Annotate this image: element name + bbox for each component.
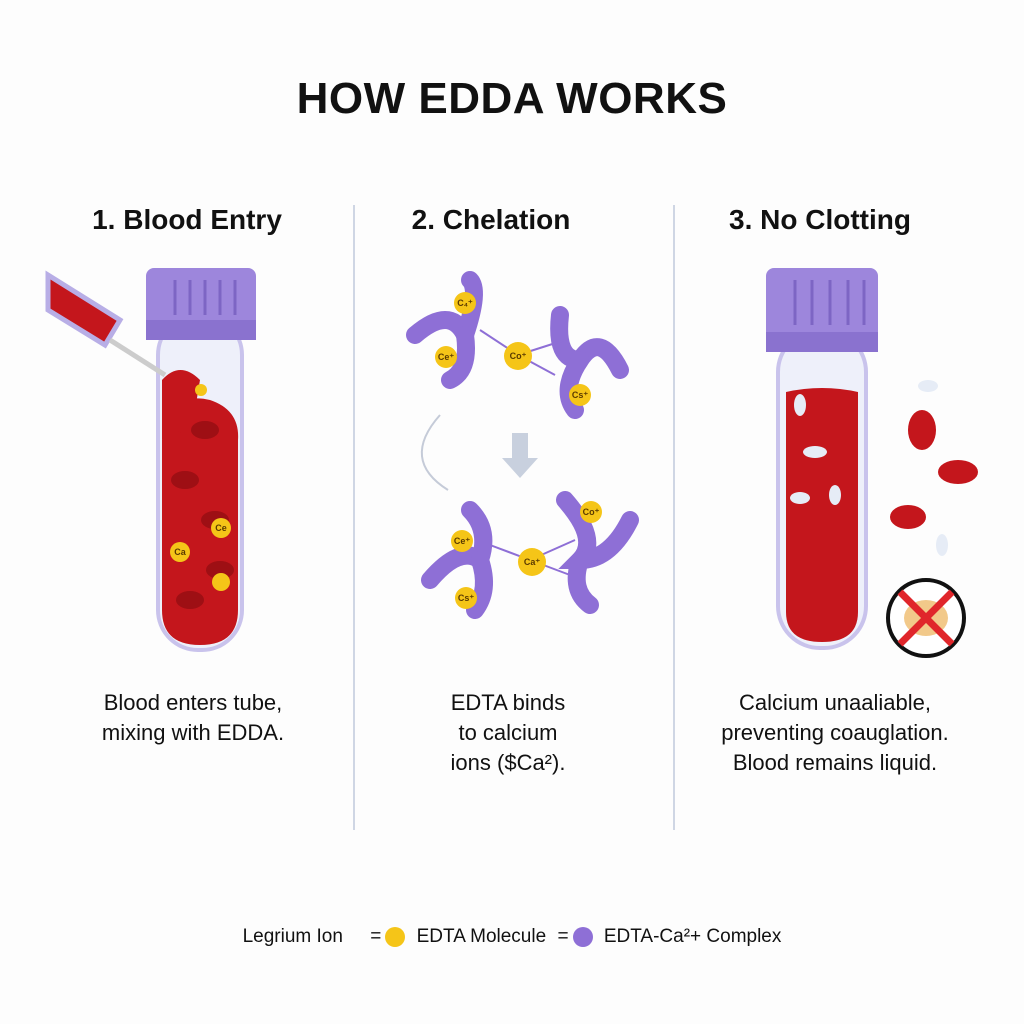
legend-item-ion: Legrium Ion (242, 926, 343, 947)
svg-text:Ca⁺: Ca⁺ (524, 557, 541, 567)
svg-text:Co⁺: Co⁺ (583, 507, 600, 517)
svg-text:Cs⁺: Cs⁺ (572, 390, 589, 400)
page-title: HOW EDDA WORKS (296, 74, 728, 123)
legend-item-complex: EDTA-Ca²+ Complex (603, 926, 782, 947)
legend: Legrium Ion = EDTA Molecule = EDTA-Ca²+ … (0, 926, 1024, 948)
svg-text:Ce⁺: Ce⁺ (438, 352, 455, 362)
ion-swatch-icon (385, 927, 406, 947)
step-1-description: Blood enters tube, mixing with EDDA. (101, 690, 285, 745)
calcium-ion: Cs⁺ (455, 587, 477, 609)
divider (673, 205, 675, 830)
svg-text:Ce: Ce (215, 523, 227, 533)
calcium-ion: Co⁺ (504, 342, 532, 370)
calcium-ion (212, 573, 230, 591)
step-2-description: EDTA binds to calcium ions ($Ca²). (450, 690, 566, 775)
step-1-heading: 1. Blood Entry (92, 204, 282, 235)
legend-equals: = (370, 926, 382, 947)
step-3-description: Calcium unaaliable, preventing coauglati… (721, 690, 949, 775)
calcium-ion (195, 384, 207, 396)
calcium-ion: Ce⁺ (435, 346, 457, 368)
calcium-ion: Ca (170, 542, 190, 562)
legend-item-edta: EDTA Molecule (416, 926, 547, 947)
svg-text:Co⁺: Co⁺ (510, 351, 527, 361)
calcium-ion: Ca⁺ (518, 548, 546, 576)
svg-text:Ca: Ca (174, 547, 186, 557)
step-3-heading: 3. No Clotting (729, 204, 911, 235)
calcium-ion: C₄⁺ (454, 292, 476, 314)
divider (353, 205, 355, 830)
calcium-ion: Cs⁺ (569, 384, 591, 406)
calcium-ion: Co⁺ (580, 501, 602, 523)
blood-tube-1 (45, 268, 256, 652)
edta-molecules-bottom (421, 491, 639, 619)
blood-tube-3 (766, 268, 978, 658)
curved-arrow (420, 414, 449, 491)
edta-swatch-icon (572, 927, 593, 947)
svg-text:Cs⁺: Cs⁺ (458, 593, 475, 603)
svg-text:Ce⁺: Ce⁺ (454, 536, 471, 546)
down-arrow-icon (502, 433, 538, 478)
svg-text:C₄⁺: C₄⁺ (457, 298, 473, 308)
calcium-ion: Ce (211, 518, 231, 538)
edta-molecules-top (406, 271, 629, 419)
calcium-ion: Ce⁺ (451, 530, 473, 552)
step-2-heading: 2. Chelation (411, 204, 571, 235)
legend-equals: = (557, 926, 569, 947)
